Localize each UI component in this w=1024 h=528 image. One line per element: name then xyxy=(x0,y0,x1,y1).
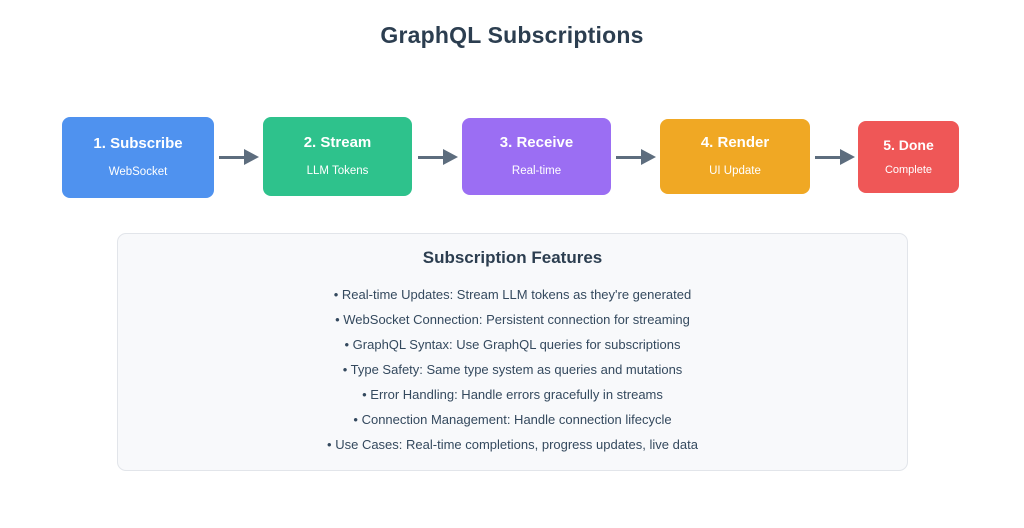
flow-step-1[interactable]: 1. Subscribe WebSocket xyxy=(62,117,214,198)
list-item: • WebSocket Connection: Persistent conne… xyxy=(335,312,690,327)
list-item: • Error Handling: Handle errors graceful… xyxy=(362,387,663,402)
arrow-shaft xyxy=(815,155,840,159)
arrow-shaft xyxy=(616,155,641,159)
arrow-head-icon xyxy=(840,149,855,165)
flow-step-1-title: 1. Subscribe xyxy=(93,135,183,153)
list-item: • GraphQL Syntax: Use GraphQL queries fo… xyxy=(344,337,681,352)
flow-step-5-subtitle: Complete xyxy=(884,164,933,177)
list-item: • Real-time Updates: Stream LLM tokens a… xyxy=(333,287,692,302)
flow-step-1-subtitle: WebSocket xyxy=(108,165,168,178)
list-item: • Connection Management: Handle connecti… xyxy=(353,412,672,427)
flow-step-4-title: 4. Render xyxy=(700,134,770,152)
flow-step-3[interactable]: 3. Receive Real-time xyxy=(462,118,611,195)
flow-step-2[interactable]: 2. Stream LLM Tokens xyxy=(263,117,412,196)
flow-step-3-subtitle: Real-time xyxy=(511,164,562,177)
flow-step-3-title: 3. Receive xyxy=(499,134,574,152)
flow-step-5[interactable]: 5. Done Complete xyxy=(858,121,959,193)
flow-step-2-title: 2. Stream xyxy=(303,134,372,152)
flow-arrow-3 xyxy=(616,149,656,165)
flow-step-5-title: 5. Done xyxy=(883,136,934,153)
list-item: • Type Safety: Same type system as queri… xyxy=(342,362,683,377)
list-item: • Use Cases: Real-time completions, prog… xyxy=(327,437,698,452)
arrow-head-icon xyxy=(443,149,458,165)
arrow-shaft xyxy=(219,155,244,159)
flow-arrow-2 xyxy=(418,149,458,165)
features-list: • Real-time Updates: Stream LLM tokens a… xyxy=(118,282,907,457)
arrow-head-icon xyxy=(641,149,656,165)
flow-step-2-subtitle: LLM Tokens xyxy=(306,164,369,177)
arrow-shaft xyxy=(418,155,443,159)
flow-step-4[interactable]: 4. Render UI Update xyxy=(660,119,810,194)
flow-diagram: 1. Subscribe WebSocket 2. Stream LLM Tok… xyxy=(0,113,1024,208)
features-panel: Subscription Features • Real-time Update… xyxy=(117,233,908,471)
features-panel-title: Subscription Features xyxy=(422,248,603,267)
flow-arrow-4 xyxy=(815,149,855,165)
page-title: GraphQL Subscriptions xyxy=(380,22,644,48)
flow-arrow-1 xyxy=(219,149,259,165)
flow-step-4-subtitle: UI Update xyxy=(709,164,761,177)
arrow-head-icon xyxy=(244,149,259,165)
